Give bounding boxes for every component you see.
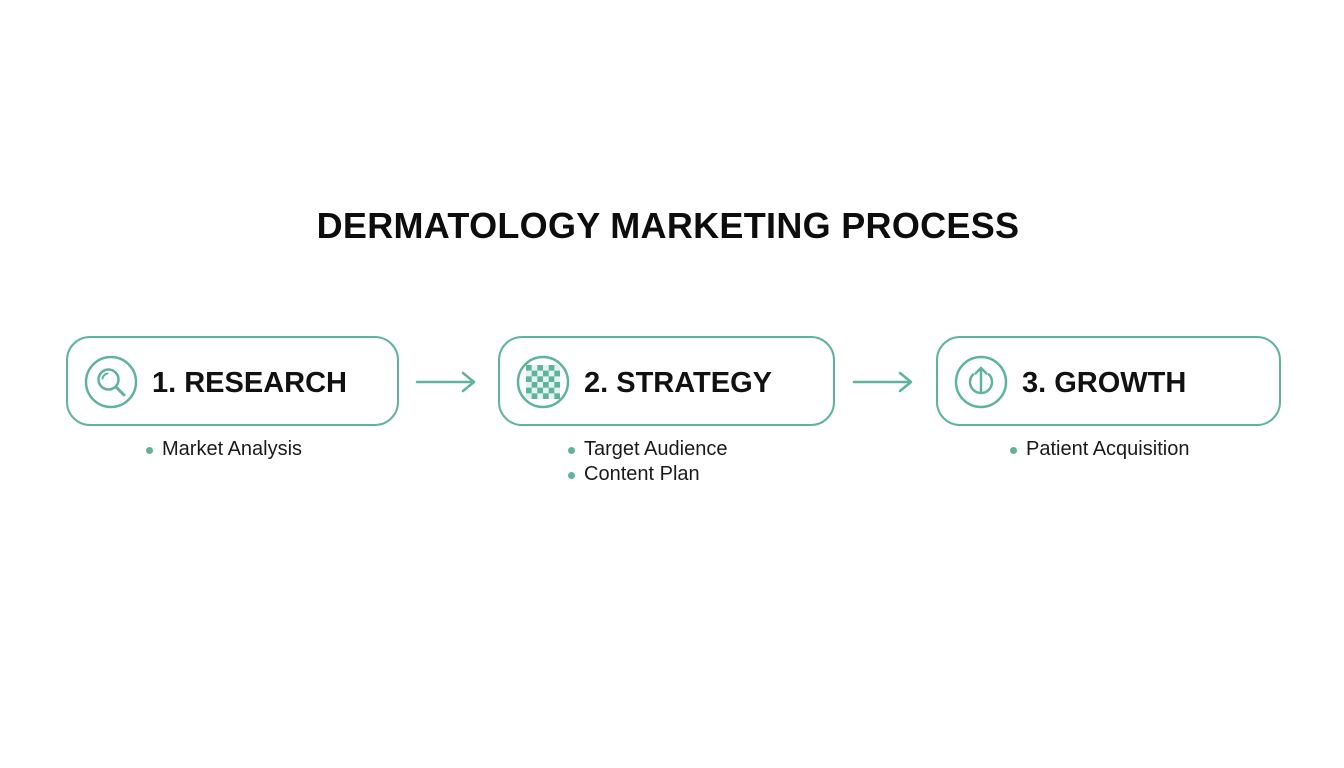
step-growth-box: 3. GROWTH bbox=[936, 336, 1281, 426]
magnifier-icon bbox=[84, 355, 138, 409]
diagram-title: DERMATOLOGY MARKETING PROCESS bbox=[316, 205, 1020, 246]
bullet-text: Target Audience bbox=[584, 438, 728, 460]
list-item: Patient Acquisition bbox=[1010, 437, 1189, 462]
bullet-text: Market Analysis bbox=[162, 438, 303, 460]
growth-bullets: Patient Acquisition bbox=[1010, 437, 1189, 462]
bullet-dot bbox=[146, 447, 153, 454]
step-label: 1. RESEARCH bbox=[152, 367, 347, 399]
arrow-right-icon bbox=[415, 370, 477, 394]
arrow-right-icon bbox=[852, 370, 914, 394]
upload-arrow-icon bbox=[954, 355, 1008, 409]
strategy-bullets: Target Audience Content Plan bbox=[568, 437, 727, 487]
step-label: 3. GROWTH bbox=[1022, 367, 1187, 399]
research-bullets: Market Analysis bbox=[146, 437, 302, 462]
checkerboard-icon bbox=[516, 355, 570, 409]
bullet-text: Patient Acquisition bbox=[1026, 438, 1190, 460]
bullet-dot bbox=[568, 447, 575, 454]
list-item: Content Plan bbox=[568, 462, 727, 487]
list-item: Target Audience bbox=[568, 437, 727, 462]
step-label: 2. STRATEGY bbox=[584, 367, 772, 399]
bullet-dot bbox=[568, 472, 575, 479]
list-item: Market Analysis bbox=[146, 437, 302, 462]
bullet-text: Content Plan bbox=[584, 463, 700, 485]
step-research-box: 1. RESEARCH bbox=[66, 336, 399, 426]
step-strategy-box: 2. STRATEGY bbox=[498, 336, 835, 426]
bullet-dot bbox=[1010, 447, 1017, 454]
